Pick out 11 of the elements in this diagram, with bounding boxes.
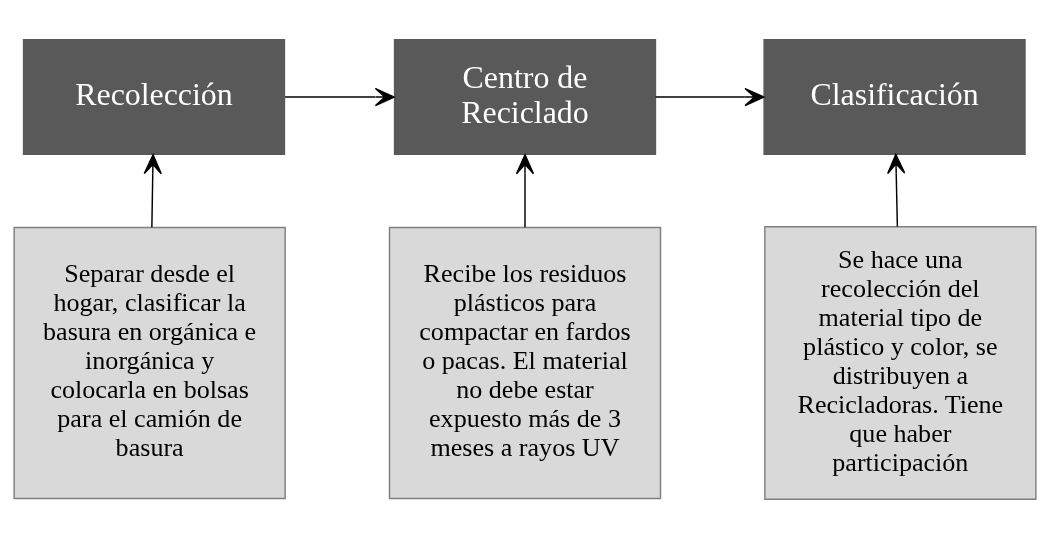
node-box: Se hace una recolección del material tipo de plástico y color, se distribuyen a Recicladoras. Tiene que haber participación [764,226,1037,500]
node-box: Recibe los residuos plásticos para compactar en fardos o pacas. El material no debe estar expuesto más de 3 meses a rayos UV [388,226,662,500]
arrow [284,87,396,107]
arrow [654,87,765,107]
arrow [887,153,906,228]
node-box: Separar desde el hogar, clasificar la basura en orgánica e inorgánica y colocarla en bolsas para el camión de basura [13,226,286,500]
node-box: Clasificación [763,39,1026,155]
node-box: Recolección [22,39,286,155]
node-box: Centro de Reciclado [393,39,657,155]
arrow [143,154,162,229]
arrow [515,154,535,229]
